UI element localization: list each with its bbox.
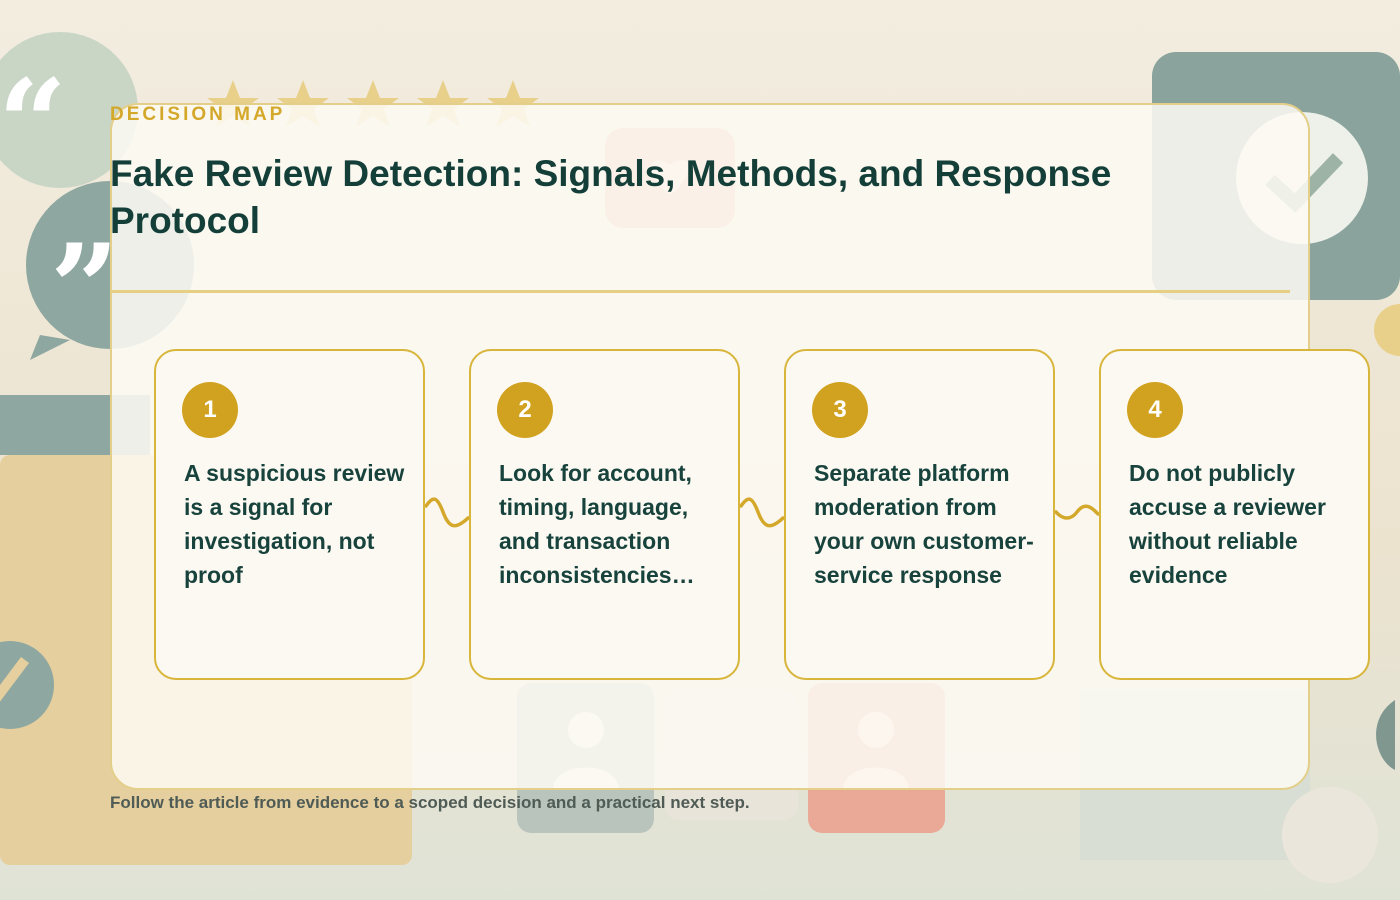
step-text: Do not publicly accuse a reviewer withou… [1129,460,1326,588]
step-number-badge: 4 [1127,382,1183,438]
step-number-badge: 1 [182,382,238,438]
step-card-1: 1 A suspicious review is a signal for in… [154,349,425,680]
connector-arrow [425,497,469,528]
connector-arrow [740,497,784,528]
eyebrow-label: DECISION MAP [110,104,286,125]
quote-mark-icon: ” [50,218,119,359]
step-card-3: 3 Separate platform moderation from your… [784,349,1055,680]
footer-caption: Follow the article from evidence to a sc… [110,793,750,812]
step-text: Look for account, timing, language, and … [499,460,692,588]
step-text: Separate platform moderation from your o… [814,460,1034,588]
page-title: Fake Review Detection: Signals, Methods,… [110,153,1112,241]
step-card-4: 4 Do not publicly accuse a reviewer with… [1099,349,1370,680]
connector-arrow [1055,504,1099,520]
step-number-badge: 2 [497,382,553,438]
step-text: A suspicious review is a signal for inve… [184,460,405,588]
step-number-badge: 3 [812,382,868,438]
quote-mark-icon: “ [0,53,67,194]
step-card-2: 2 Look for account, timing, language, an… [469,349,740,680]
divider [110,290,1290,293]
